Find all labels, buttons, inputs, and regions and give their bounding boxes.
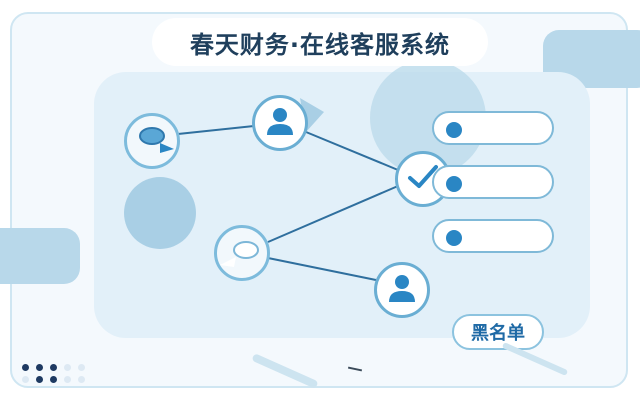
user-node-top[interactable]	[252, 95, 308, 151]
bullet-dot-icon	[446, 122, 462, 138]
checkmark-icon	[406, 162, 440, 196]
list-item[interactable]	[432, 219, 554, 253]
decorative-block-left	[0, 228, 80, 284]
link-chat-user	[177, 125, 255, 135]
chat-bubble-node-bottom[interactable]	[214, 225, 270, 281]
user-node-bottom[interactable]	[374, 262, 430, 318]
chat-bubble-outline-icon	[220, 231, 264, 275]
decorative-circle-small	[124, 177, 196, 249]
bullet-dot-icon	[446, 230, 462, 246]
chat-bubble-node-top[interactable]	[124, 113, 180, 169]
link-chat-check	[267, 185, 399, 243]
list-item[interactable]	[432, 111, 554, 145]
user-avatar-icon	[263, 104, 297, 142]
blacklist-button[interactable]: 黑名单	[452, 314, 544, 350]
page-title-text: 春天财务·在线客服系统	[189, 30, 451, 59]
user-avatar-icon	[385, 271, 419, 309]
decorative-dot-grid	[22, 364, 86, 383]
page-title: 春天财务·在线客服系统	[152, 18, 488, 66]
link-user-check	[305, 131, 399, 171]
list-item[interactable]	[432, 165, 554, 199]
bullet-dot-icon	[446, 176, 462, 192]
link-chat-user-bottom	[267, 257, 377, 281]
chat-bubble-filled-icon	[130, 119, 174, 163]
blacklist-button-label: 黑名单	[471, 323, 525, 344]
